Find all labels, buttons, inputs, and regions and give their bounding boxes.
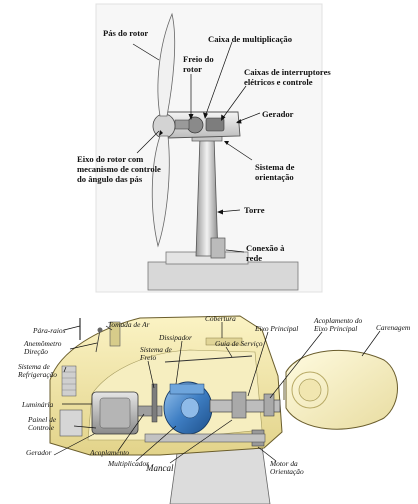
label-mancal: Mancal [145,463,174,473]
label-torre: Torre [244,205,265,215]
label-carenagem: Carenagem [376,323,411,332]
label-eixo-principal: Eixo Principal [254,324,298,333]
brake-disc [152,384,157,422]
main-bearing [232,392,246,418]
gearbox [164,382,212,434]
label-multiplicador: Multiplicador [107,459,149,468]
turbine-illustration [96,4,322,292]
label-painel-de-controle: Painel de Controle [27,415,58,432]
grid-connection-box [211,238,225,258]
label-sistema-de-refrigeracao: Sistema de Refrigeração [17,362,57,379]
gearbox-internal [187,117,203,133]
nacelle-base-frame [145,434,265,442]
tower-top-section [170,446,270,504]
label-caixa-de-multiplicacao: Caixa de multiplicação [208,34,292,44]
coupling [138,406,162,416]
cooling-system [62,366,76,396]
label-sistema-de-orientacao: Sistema de orientação [255,162,297,182]
label-pas-do-rotor: Pás do rotor [103,28,148,38]
anemometer [98,328,103,333]
label-tomada-de-ar: Tomada de Ar [108,320,150,329]
label-dissipador: Dissipador [158,333,192,342]
label-gerador-top: Gerador [262,109,294,119]
control-panel [60,410,82,436]
label-gerador-bottom: Gerador [26,448,52,457]
label-luminaria: Luminária [21,400,54,409]
label-acoplamento-do-eixo-principal: Acoplamento do Eixo Principal [313,316,364,333]
label-anemometro: Anemômetro Direção [23,339,63,356]
label-acoplamento: Acoplamento [89,448,129,457]
ground-base [148,262,298,290]
label-guia-de-servico: Guia de Serviço [215,339,263,348]
rotor-hub [153,114,175,138]
label-para-raios: Pára-raios [32,326,66,335]
label-cobertura: Cobertura [205,314,236,323]
label-motor-da-orientacao: Motor da Orientação [269,459,304,476]
